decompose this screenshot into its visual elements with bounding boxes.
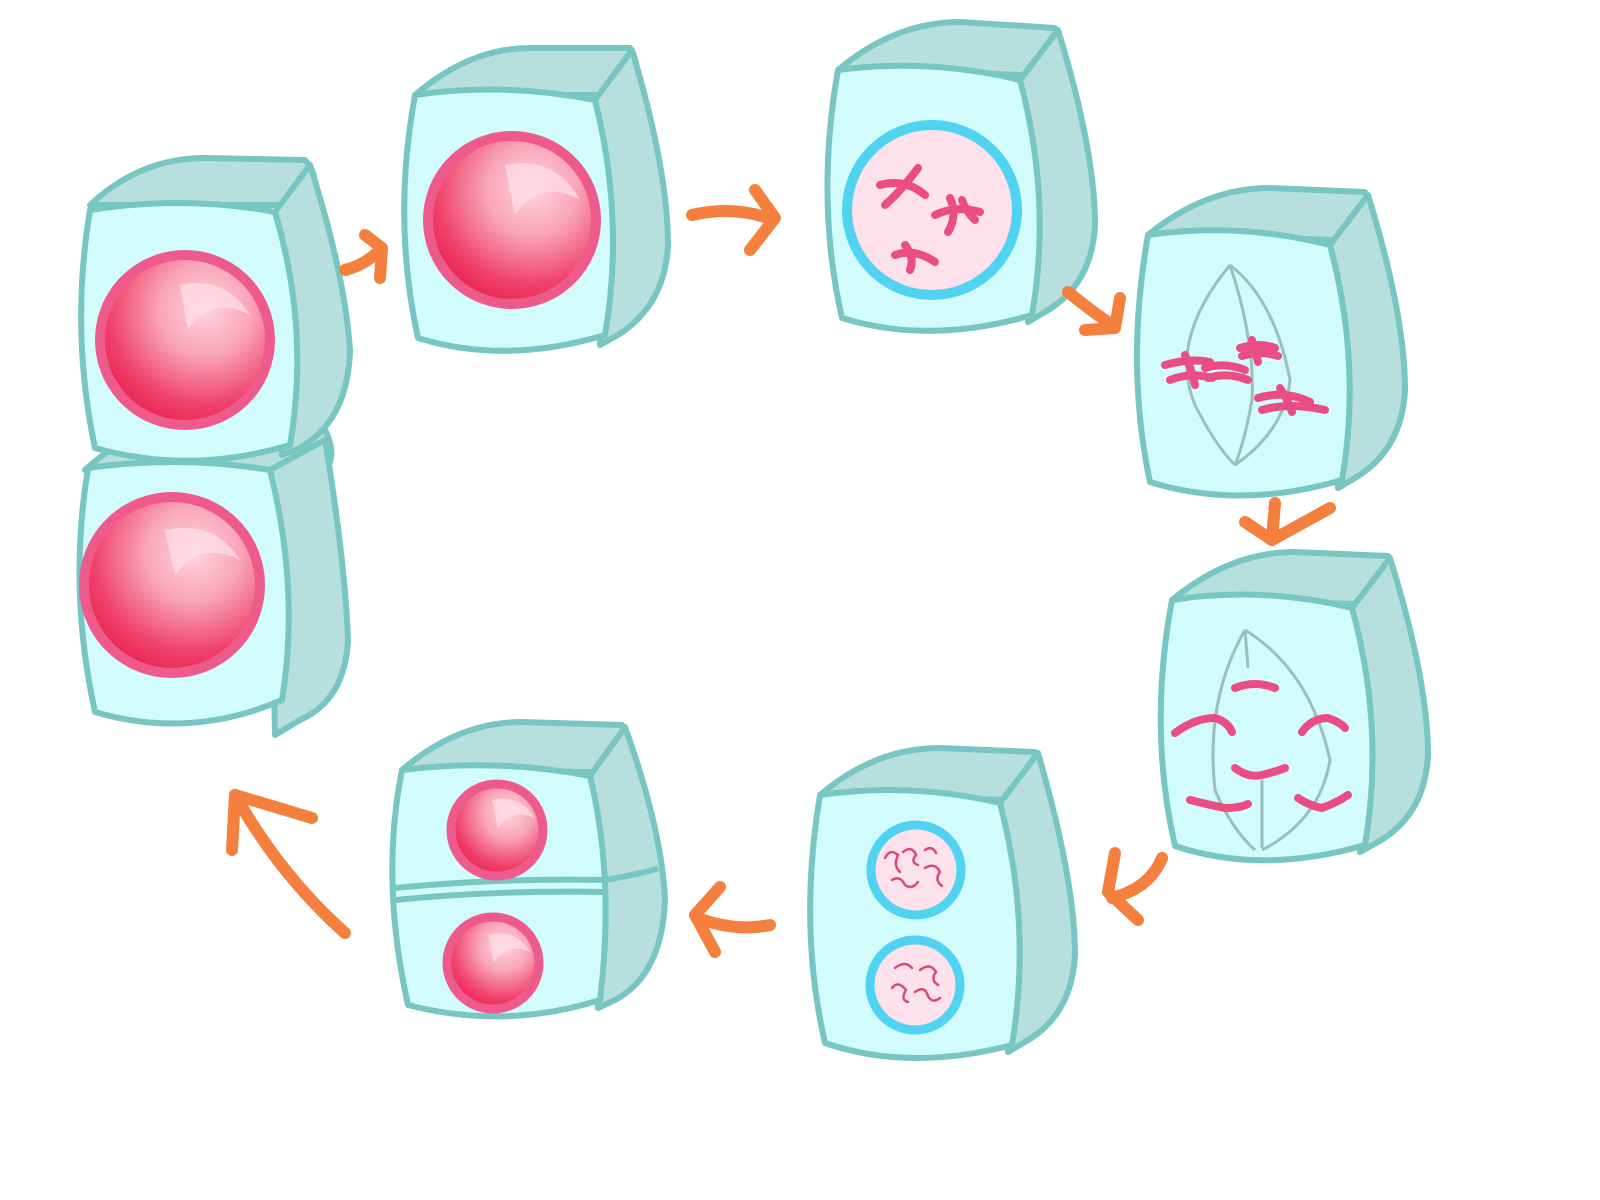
- nucleus: [79, 492, 265, 678]
- stage-two-daughter-cells: [76, 155, 353, 738]
- chromosome: [1231, 680, 1279, 692]
- arrow-7: [226, 789, 351, 939]
- nuclear-envelope: [842, 120, 1022, 300]
- arrow-1: [339, 229, 388, 284]
- arrow-4: [1239, 497, 1336, 546]
- nucleus-top: [866, 820, 966, 920]
- chromosome: [1298, 713, 1349, 736]
- chromosome: [1231, 764, 1289, 780]
- stage-chromosomes-condensing: [824, 19, 1098, 334]
- nucleus-bottom: [865, 935, 965, 1035]
- nucleus: [442, 912, 544, 1014]
- chromosome: [1236, 336, 1282, 366]
- nucleus: [95, 250, 275, 430]
- stage-two-nuclei-forming: [807, 745, 1078, 1061]
- chromosome: [1201, 361, 1252, 384]
- spindle: [1211, 628, 1332, 852]
- arrow-2: [686, 184, 781, 256]
- arrow-6: [689, 881, 776, 958]
- nucleus: [423, 131, 601, 309]
- chromosome: [876, 164, 929, 209]
- chromosome: [1171, 713, 1236, 737]
- chromosome: [1186, 796, 1252, 813]
- stage-cell-dividing-in-two: [389, 719, 668, 1020]
- stage-chromosomes-at-center-with-spindle: [1134, 185, 1408, 499]
- cell-lower-left: [76, 417, 351, 738]
- stage-cell-with-nucleus: [401, 45, 671, 354]
- chromosome: [931, 194, 984, 236]
- spindle: [1185, 263, 1292, 467]
- stage-chromosomes-separating: [1157, 549, 1431, 864]
- chromosome: [891, 241, 939, 274]
- chromosome: [1294, 791, 1352, 813]
- chromosome: [1254, 384, 1329, 416]
- arrow-5: [1102, 847, 1168, 926]
- nucleus: [446, 779, 548, 881]
- arrow-3: [1062, 286, 1126, 336]
- cell-upper-left: [78, 155, 353, 464]
